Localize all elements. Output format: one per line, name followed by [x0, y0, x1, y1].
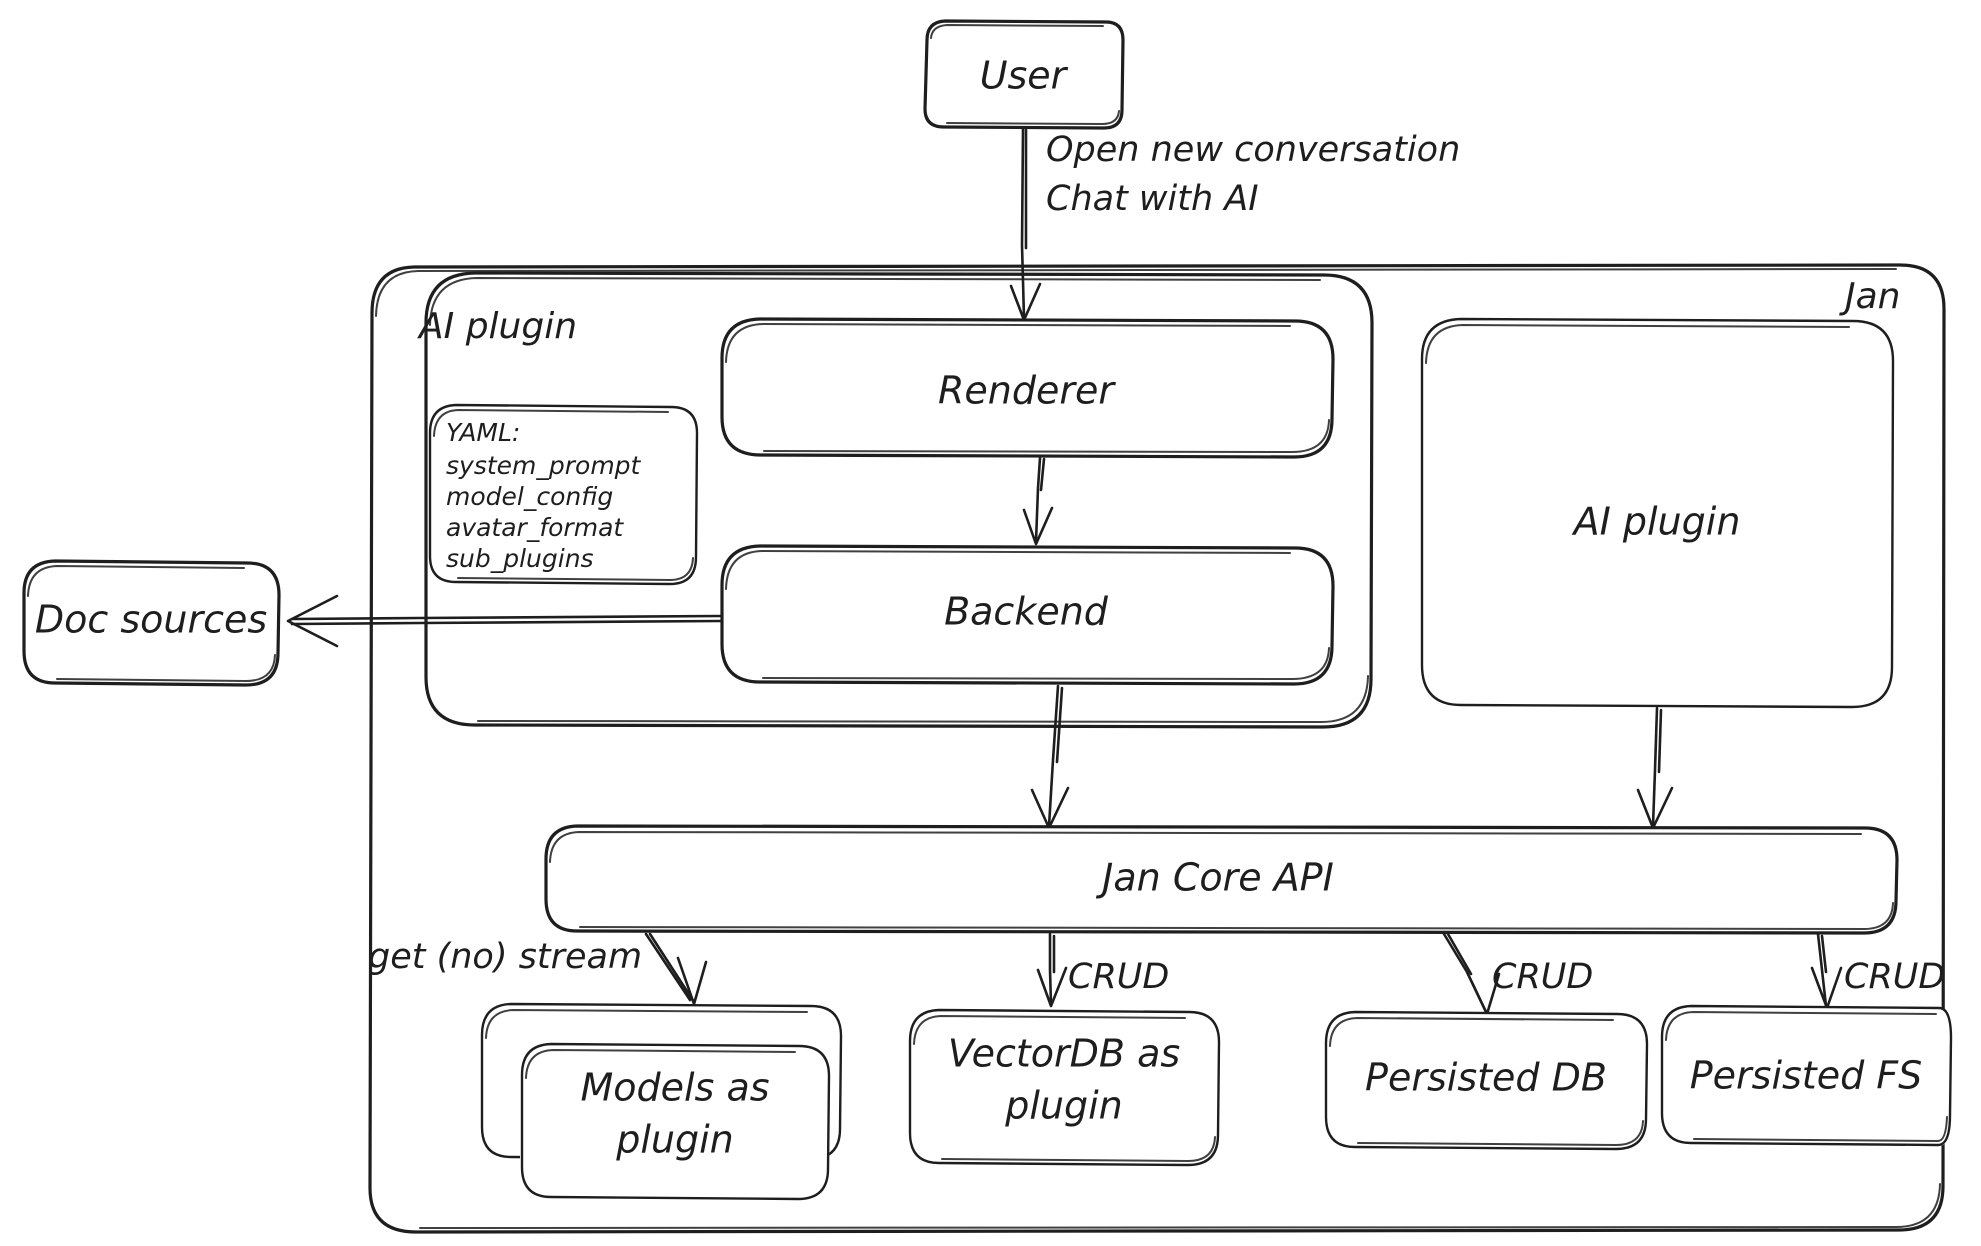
node-models-as-plugin-label-line1: Models as: [580, 1066, 769, 1110]
node-doc-sources[interactable]: Doc sources: [22, 559, 281, 687]
edge-core-api-to-persisted-db-label: CRUD: [1492, 957, 1593, 997]
node-vectordb-as-plugin-label-line2: plugin: [1004, 1084, 1123, 1128]
node-user[interactable]: User: [922, 19, 1125, 130]
container-jan-label: Jan: [1839, 276, 1901, 317]
node-doc-sources-label: Doc sources: [35, 598, 267, 642]
node-jan-core-api-label: Jan Core API: [1095, 856, 1334, 900]
node-persisted-fs[interactable]: Persisted FS: [1660, 1004, 1953, 1147]
card-yaml-config: YAML: system_prompt model_config avatar_…: [428, 403, 699, 586]
edge-user-to-renderer: Open new conversation Chat with AI: [1009, 127, 1460, 322]
node-vectordb-as-plugin[interactable]: VectorDB as plugin: [908, 1008, 1221, 1167]
edge-user-to-renderer-label-line1: Open new conversation: [1046, 130, 1460, 170]
edge-core-api-to-persisted-fs: CRUD: [1810, 932, 1945, 1010]
node-models-as-plugin[interactable]: Models as plugin: [480, 1002, 843, 1201]
container-ai-plugin-group-label: AI plugin: [417, 306, 577, 347]
edge-core-api-to-vectordb: CRUD: [1036, 932, 1169, 1008]
edge-backend-to-doc-sources: [286, 594, 724, 648]
edge-core-api-to-persisted-fs-label: CRUD: [1844, 957, 1945, 997]
yaml-key-model-config: model_config: [446, 482, 613, 511]
edge-user-to-renderer-label-line2: Chat with AI: [1046, 179, 1259, 219]
node-user-label: User: [980, 54, 1069, 98]
edge-core-api-to-persisted-db: CRUD: [1442, 932, 1593, 1016]
node-ai-plugin[interactable]: AI plugin: [1420, 317, 1895, 709]
edge-renderer-to-backend: [1022, 456, 1054, 546]
yaml-key-sub-plugins: sub_plugins: [446, 544, 594, 573]
node-ai-plugin-label: AI plugin: [1571, 500, 1741, 544]
node-jan-core-api[interactable]: Jan Core API: [544, 824, 1899, 935]
edge-core-api-to-models: get (no) stream: [368, 932, 708, 1006]
node-persisted-fs-label: Persisted FS: [1690, 1054, 1923, 1098]
node-models-as-plugin-label-line2: plugin: [615, 1118, 734, 1162]
yaml-heading: YAML:: [446, 418, 520, 447]
node-renderer-label: Renderer: [938, 369, 1116, 413]
yaml-key-system-prompt: system_prompt: [446, 451, 642, 480]
node-persisted-db[interactable]: Persisted DB: [1324, 1010, 1649, 1151]
node-renderer[interactable]: Renderer: [720, 317, 1335, 459]
edge-core-api-to-models-label: get (no) stream: [368, 937, 642, 977]
yaml-key-avatar-format: avatar_format: [446, 513, 624, 542]
edge-core-api-to-vectordb-label: CRUD: [1068, 957, 1169, 997]
node-backend-label: Backend: [944, 590, 1109, 634]
node-persisted-db-label: Persisted DB: [1365, 1056, 1607, 1100]
node-backend[interactable]: Backend: [720, 544, 1335, 686]
node-vectordb-as-plugin-label-line1: VectorDB as: [948, 1032, 1180, 1076]
